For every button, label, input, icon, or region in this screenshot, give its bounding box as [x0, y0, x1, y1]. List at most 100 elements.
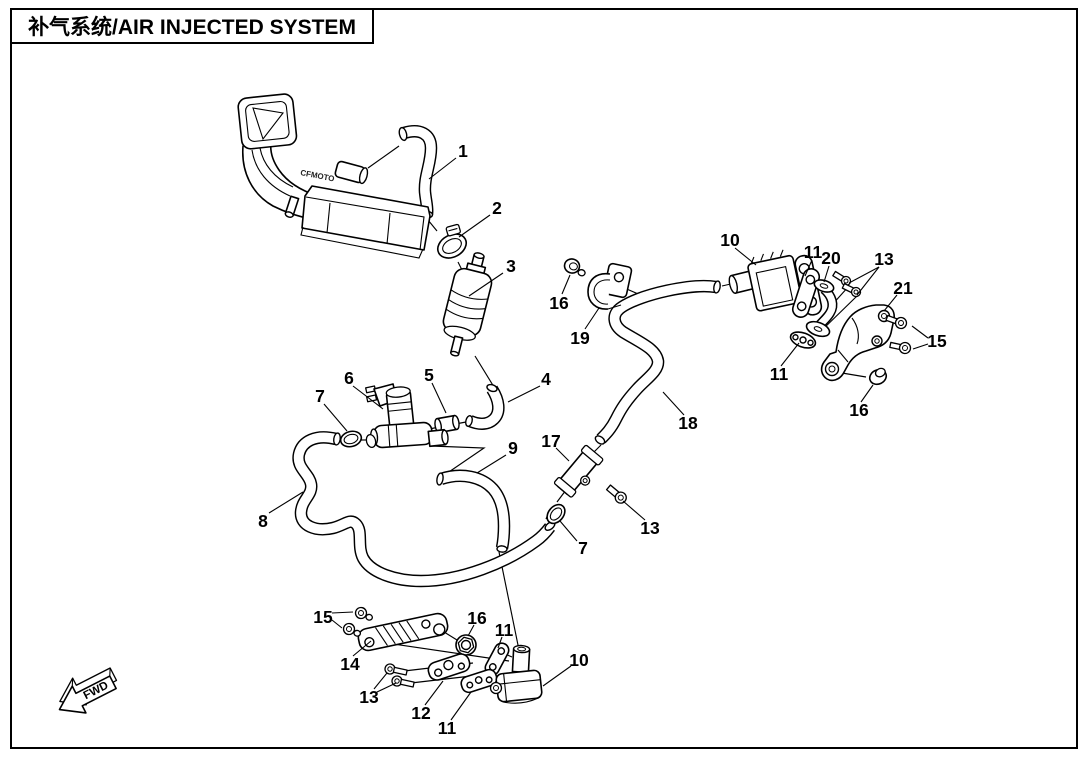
leader-line-15-bottom [331, 619, 343, 629]
valve-10-bottom [489, 644, 543, 704]
callout-label-12: 12 [411, 703, 431, 723]
valve-6 [365, 383, 449, 449]
bracket-21 [820, 304, 895, 382]
leader-line-8 [268, 491, 304, 514]
callout-label-13-middle: 13 [640, 518, 660, 538]
leader-line-13-middle [622, 500, 646, 521]
leader-line-13-top-right [848, 266, 880, 284]
leader-line-5 [431, 382, 447, 414]
elbow-pipe-20 [805, 279, 838, 338]
callout-label-11-top-right: 11 [804, 242, 823, 262]
leader-line-11-top-right [804, 259, 813, 277]
callout-label-13-top-right: 13 [874, 249, 894, 269]
leader-line-17 [555, 447, 570, 462]
callout-label-19: 19 [570, 328, 590, 348]
leader-line-11-bottom-lower [450, 691, 472, 721]
check-valve-17 [553, 444, 604, 498]
gasket-11-bottom-lower [460, 668, 498, 694]
callout-label-20: 20 [821, 248, 841, 268]
air-intake-duct: CFMOTO [237, 93, 431, 259]
bolt-16-right [868, 367, 888, 386]
callout-label-4: 4 [541, 369, 551, 389]
nut-16-bottom [455, 634, 477, 656]
leader-line-11-right-lower [780, 342, 800, 367]
bracket-14 [357, 612, 449, 652]
callout-label-8: 8 [258, 511, 268, 531]
leader-line-21 [883, 294, 898, 312]
callout-label-13-bottom: 13 [359, 687, 379, 707]
title-box: 补气系统/AIR INJECTED SYSTEM [10, 8, 374, 44]
callout-label-15-bottom: 15 [313, 607, 333, 627]
leader-line-9 [476, 454, 507, 474]
clamp-7-right [546, 503, 566, 525]
callout-label-16-left: 16 [549, 293, 569, 313]
leader-line-15-right [912, 343, 929, 350]
leader-line-13-top-right [856, 266, 880, 296]
flange-12 [427, 653, 471, 681]
hose-18 [594, 279, 721, 445]
leader-line-18 [662, 391, 685, 416]
bolt-13-middle [605, 484, 627, 504]
leader-line-1 [428, 157, 457, 180]
hose-4 [465, 383, 505, 430]
leader-line-13-bottom [376, 682, 397, 693]
leader-line-15-right [911, 325, 929, 339]
leader-line-13-bottom [373, 672, 388, 690]
leader-line-7-left [323, 403, 348, 432]
leader-line-20 [823, 265, 830, 283]
leader-line-12 [424, 680, 444, 706]
page-title: 补气系统/AIR INJECTED SYSTEM [28, 16, 356, 39]
bolts-13-bottom [384, 663, 415, 688]
callout-label-16-right: 16 [849, 400, 869, 420]
clamp-19 [587, 262, 633, 310]
leader-line-2 [458, 214, 491, 238]
hose-9 [436, 469, 511, 553]
leader-line-16-right [860, 384, 874, 403]
gasket-11-top [791, 268, 821, 318]
bolts-13-pair [832, 270, 862, 298]
callout-label-11-right-lower: 11 [770, 364, 789, 384]
fwd-arrow: FWD [58, 667, 118, 714]
leader-line-4 [507, 385, 541, 403]
callout-label-15-right: 15 [927, 331, 947, 351]
clamp-7-left [339, 430, 377, 449]
callout-label-11-bottom-lower: 11 [438, 718, 457, 738]
leader-line-6 [352, 385, 384, 410]
leader-line-16-bottom [467, 624, 475, 637]
callout-label-6: 6 [344, 368, 354, 388]
leader-line-14 [352, 640, 372, 657]
leader-line-16-left [561, 274, 571, 295]
callout-label-3: 3 [506, 256, 516, 276]
callout-label-1: 1 [458, 141, 468, 161]
callout-label-10-bottom: 10 [569, 650, 589, 670]
gasket-11-right-lower [789, 331, 817, 349]
callout-label-11-bottom-upper: 11 [495, 620, 514, 640]
leader-line-10-bottom [542, 665, 572, 687]
filter-3 [442, 252, 493, 357]
callout-label-2: 2 [492, 198, 502, 218]
connector-5 [434, 414, 460, 434]
callout-label-21: 21 [893, 278, 913, 298]
bolt-16-left [563, 258, 586, 277]
callout-label-7-right: 7 [578, 538, 588, 558]
leader-line-7-right [559, 520, 578, 542]
callout-label-17: 17 [541, 431, 560, 451]
leader-line-19 [584, 307, 600, 330]
clamp-2 [436, 223, 468, 259]
duct-brand-text: CFMOTO [300, 168, 336, 183]
leader-line-11-bottom-upper [497, 636, 503, 649]
callout-label-5: 5 [424, 365, 434, 385]
leader-line-3 [468, 272, 504, 297]
bolts-15-bottom [342, 606, 374, 637]
callout-label-7-left: 7 [315, 386, 325, 406]
callout-label-10-top: 10 [720, 230, 740, 250]
callout-label-18: 18 [678, 413, 698, 433]
callout-label-9: 9 [508, 438, 518, 458]
callout-label-14: 14 [340, 654, 360, 674]
leader-line-15-bottom [331, 611, 354, 614]
callout-label-16-bottom: 16 [467, 608, 487, 628]
gasket-11-bottom-upper [484, 642, 510, 676]
